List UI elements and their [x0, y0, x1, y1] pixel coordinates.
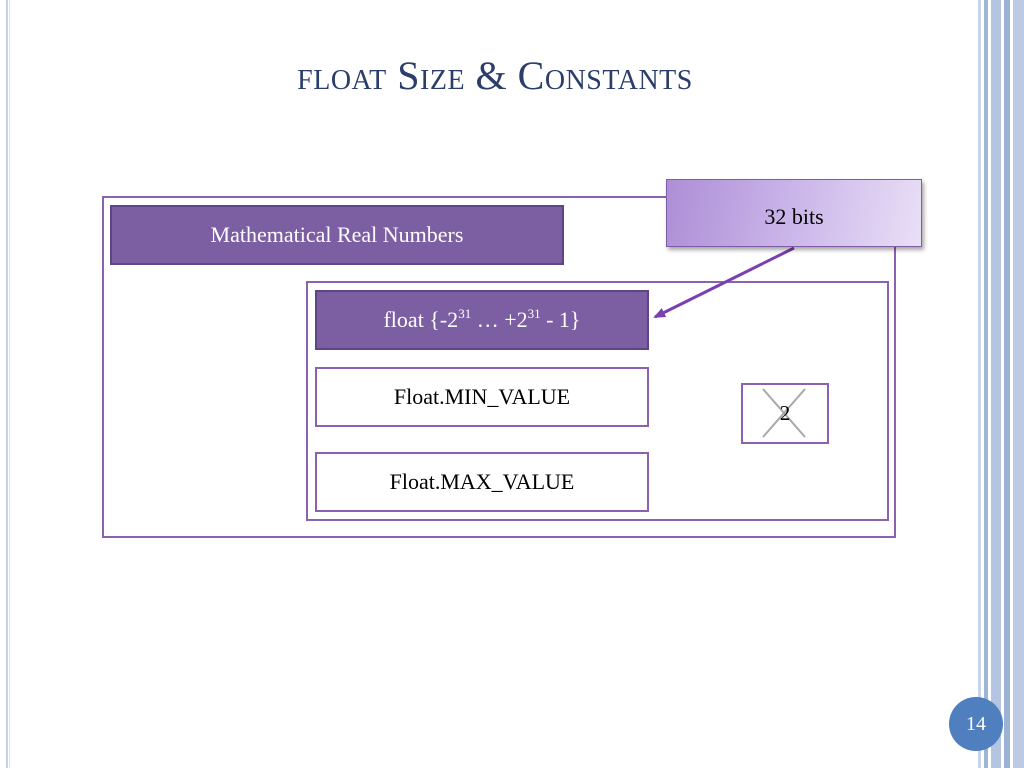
crossed-out-box: 2: [741, 383, 829, 444]
right-border-stripe-3: [991, 0, 1001, 768]
float-range-label: float {-231 … +231 - 1}: [315, 290, 649, 350]
crossed-out-box-text: 2: [779, 401, 791, 425]
slide-title: float Size & Constants: [297, 53, 693, 98]
real-numbers-label: Mathematical Real Numbers: [110, 205, 564, 265]
bits-callout: 32 bits: [666, 179, 922, 247]
right-border-stripe-5: [1013, 0, 1024, 768]
float-min-value-box: Float.MIN_VALUE: [315, 367, 649, 427]
float-min-value-text: Float.MIN_VALUE: [393, 384, 571, 409]
cross-icon: [762, 388, 806, 438]
float-max-value-box: Float.MAX_VALUE: [315, 452, 649, 512]
bits-callout-text: 32 bits: [764, 204, 824, 229]
right-border-stripe-2: [984, 0, 988, 768]
right-border-stripe-4: [1004, 0, 1010, 768]
real-numbers-label-text: Mathematical Real Numbers: [210, 222, 464, 247]
left-border-stripe-inner: [9, 0, 10, 768]
float-max-value-text: Float.MAX_VALUE: [389, 469, 575, 494]
left-border-stripe: [6, 0, 8, 768]
page-number-badge: 14: [949, 697, 1003, 751]
right-border-stripe-1: [978, 0, 981, 768]
page-number-text: 14: [966, 712, 986, 735]
float-range-text: float {-231 … +231 - 1}: [383, 306, 581, 332]
